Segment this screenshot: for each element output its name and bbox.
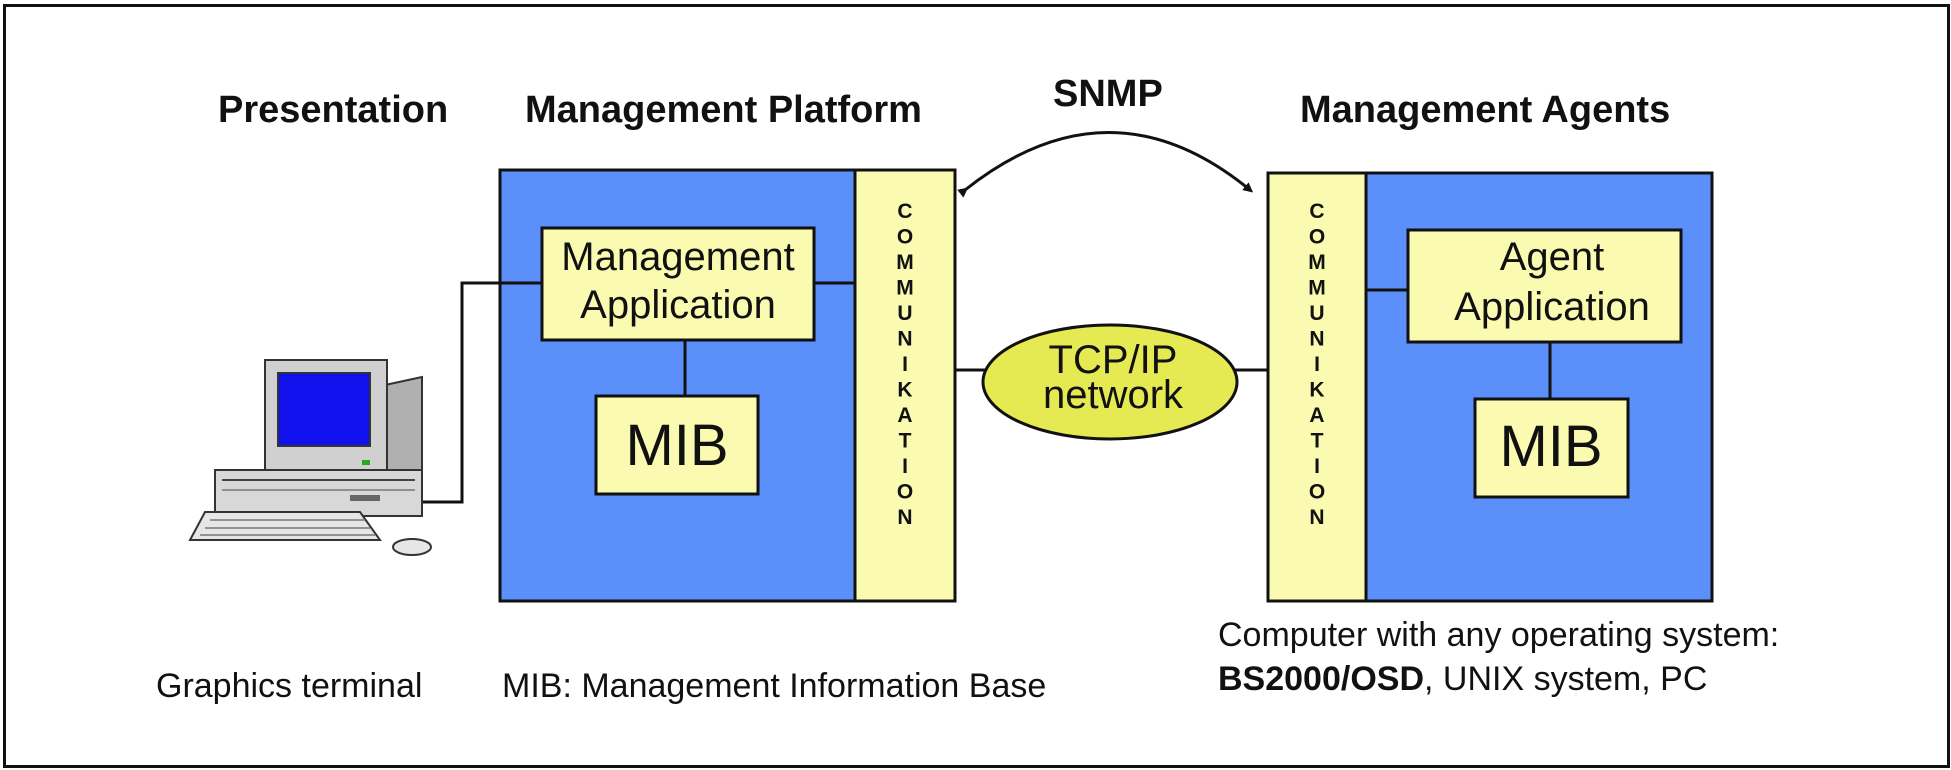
platform-mib-box bbox=[594, 394, 760, 496]
platform-communication-bar bbox=[853, 168, 957, 603]
network-line1: TCP/IP bbox=[1049, 338, 1178, 382]
tcpip-network-ellipse bbox=[981, 323, 1239, 441]
communication-letter: I bbox=[1314, 455, 1320, 478]
communication-letter: T bbox=[1311, 430, 1324, 453]
agent-mib-label: MIB bbox=[1499, 414, 1602, 479]
agents-header: Management Agents bbox=[1300, 89, 1670, 131]
communication-letter: N bbox=[1309, 328, 1324, 351]
platform-header: Management Platform bbox=[525, 89, 922, 131]
communication-letter: N bbox=[897, 328, 912, 351]
agent-mib-box bbox=[1473, 397, 1630, 499]
communication-letter: I bbox=[902, 353, 908, 376]
communication-letter: N bbox=[1309, 506, 1324, 529]
agent-application-line1: Agent bbox=[1500, 235, 1605, 279]
communication-letter: C bbox=[897, 200, 912, 223]
communication-letter: M bbox=[1308, 277, 1326, 300]
computer-caption-line2: BS2000/OSD, UNIX system, PC bbox=[1218, 660, 1707, 698]
management-application-box bbox=[540, 226, 816, 342]
communication-letter: M bbox=[1308, 251, 1326, 274]
communication-letter: A bbox=[897, 404, 912, 427]
communication-letter: U bbox=[897, 302, 912, 325]
communication-letter: M bbox=[896, 251, 914, 274]
communication-letter: O bbox=[1309, 481, 1325, 504]
communication-letter: M bbox=[896, 277, 914, 300]
presentation-header: Presentation bbox=[218, 89, 448, 131]
communication-letter: K bbox=[1309, 379, 1324, 402]
terminal-connection-line bbox=[422, 281, 542, 504]
terminal-caption: Graphics terminal bbox=[156, 667, 422, 705]
communication-letter: O bbox=[1309, 226, 1325, 249]
computer-caption-bold: BS2000/OSD bbox=[1218, 660, 1424, 698]
computer-caption-line1: Computer with any operating system: bbox=[1218, 616, 1779, 654]
communication-letter: N bbox=[897, 506, 912, 529]
management-application-line1: Management bbox=[561, 235, 794, 279]
computer-caption-rest: , UNIX system, PC bbox=[1424, 660, 1707, 698]
communication-letter: O bbox=[897, 226, 913, 249]
management-application-line2: Application bbox=[580, 283, 776, 327]
graphics-terminal-icon bbox=[188, 359, 432, 556]
platform-mib-label: MIB bbox=[625, 413, 728, 478]
agent-application-line2: Application bbox=[1454, 285, 1650, 329]
communication-letter: C bbox=[1309, 200, 1324, 223]
agent-application-box bbox=[1406, 228, 1683, 344]
network-line2: network bbox=[1043, 373, 1184, 417]
communication-letter: K bbox=[897, 379, 912, 402]
communication-letter: U bbox=[1309, 302, 1324, 325]
communication-letter: A bbox=[1309, 404, 1324, 427]
communication-letter: I bbox=[902, 455, 908, 478]
mib-legend: MIB: Management Information Base bbox=[502, 667, 1046, 705]
snmp-arrow bbox=[957, 131, 1254, 198]
agent-communication-bar bbox=[1266, 171, 1368, 603]
communication-letter: T bbox=[899, 430, 912, 453]
communication-letter: I bbox=[1314, 353, 1320, 376]
communication-letter: O bbox=[897, 481, 913, 504]
screen bbox=[277, 372, 371, 447]
snmp-label: SNMP bbox=[1053, 73, 1163, 115]
